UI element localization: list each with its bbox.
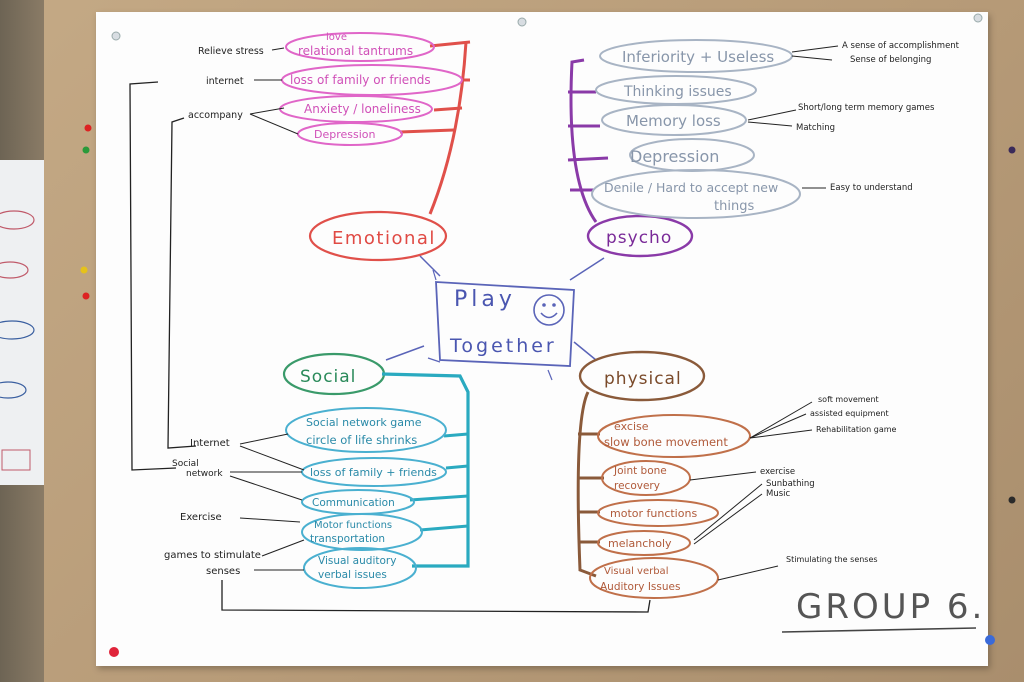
group-label: GROUP 6. <box>796 587 985 627</box>
psycho-item-4-label: Depression <box>630 147 719 166</box>
social-note-internet: Internet <box>190 438 230 449</box>
physical-node <box>578 350 706 402</box>
physical-item-1-label: excise <box>614 420 649 433</box>
mind-map-poster <box>96 12 988 666</box>
social-note-exercise: Exercise <box>180 512 222 523</box>
physical-item-3-label: motor functions <box>610 507 697 520</box>
social-item-5-label-2: verbal issues <box>318 569 387 581</box>
group-label-block: GROUP 6. <box>781 587 985 633</box>
physical-item-4 <box>597 530 691 556</box>
emotional-title: Emotional <box>332 228 436 249</box>
social-note-games-2: senses <box>206 566 240 577</box>
pin-board-green <box>82 146 90 154</box>
social-item-5-label: Visual auditory <box>318 555 396 567</box>
physical-item-1-label-2: slow bone movement <box>604 435 728 449</box>
physical-item-5-label: Visual verbal <box>604 566 668 577</box>
psycho-item-5-label-2: things <box>714 199 754 214</box>
physical-note-sunbathing: Sunbathing <box>766 479 815 489</box>
psycho-node <box>586 214 694 258</box>
social-note-games-1: games to stimulate <box>164 550 261 561</box>
pin-board-red <box>84 124 92 132</box>
emotional-branch: Emotional love relational tantrums loss … <box>188 32 471 262</box>
physical-note-assisted: assisted equipment <box>810 409 889 418</box>
emotional-note-relieve: Relieve stress <box>198 46 264 57</box>
physical-note-soft: soft movement <box>818 395 879 404</box>
pin-top-left <box>111 31 121 41</box>
social-note-network: network <box>186 469 223 479</box>
pin-board-dark-2 <box>1008 496 1016 504</box>
pin-board-yellow <box>80 266 88 274</box>
connector-lines-black <box>129 81 651 613</box>
social-title: Social <box>300 367 356 387</box>
physical-item-5 <box>589 557 719 599</box>
psycho-item-2-label: Thinking issues <box>623 84 732 100</box>
pin-top-center <box>517 17 527 27</box>
psycho-item-5-label: Denile / Hard to accept new <box>604 180 778 195</box>
emotional-item-2-label: loss of family or friends <box>290 73 431 87</box>
physical-note-stimulating: Stimulating the senses <box>786 555 878 564</box>
social-item-4-label-2: transportation <box>310 533 385 545</box>
emotional-item-3-label: Anxiety / loneliness <box>304 102 421 116</box>
physical-item-5-label-2: Auditory Issues <box>600 581 680 593</box>
adjacent-poster-fragment <box>0 160 44 485</box>
psycho-item-1-label: Inferiority + Useless <box>622 48 774 66</box>
emotional-node <box>308 210 448 262</box>
psycho-item-3 <box>601 104 747 136</box>
physical-note-music: Music <box>766 489 791 499</box>
social-item-3-label: Communication <box>312 497 395 509</box>
social-item-1-label-2: circle of life shrinks <box>306 433 417 447</box>
psycho-note-memory-games: Short/long term memory games <box>798 103 935 113</box>
physical-item-1 <box>597 414 751 458</box>
psycho-note-belonging: Sense of belonging <box>850 55 931 65</box>
physical-item-4-label: melancholy <box>608 537 672 550</box>
emotional-note-accompany: accompany <box>188 110 243 121</box>
social-item-4-label: Motor functions <box>314 520 392 531</box>
social-item-4 <box>301 513 423 551</box>
pin-top-right <box>973 13 983 23</box>
physical-item-3 <box>597 499 719 527</box>
psycho-item-3-label: Memory loss <box>626 112 721 130</box>
physical-branch: physical excise slow bone movement Joint… <box>576 350 897 599</box>
social-item-2-label: loss of family + friends <box>310 466 437 479</box>
pin-board-dark <box>1008 146 1016 154</box>
emotional-item-1-label: relational tantrums <box>298 44 413 58</box>
psycho-title: psycho <box>606 228 672 248</box>
psycho-item-5 <box>591 169 801 219</box>
psycho-branch: psycho Inferiority + Useless Thinking is… <box>567 39 960 258</box>
center-node: Play Together <box>385 255 605 381</box>
emotional-item-4-label: Depression <box>314 128 376 141</box>
emotional-item-1 <box>285 32 435 62</box>
pin-board-red-2 <box>82 292 90 300</box>
pin-bottom-right <box>985 635 995 645</box>
psycho-note-accomplishment: A sense of accomplishment <box>842 41 960 51</box>
emotional-top-note: love <box>326 32 347 43</box>
psycho-note-easy: Easy to understand <box>830 183 913 193</box>
social-branch: Social Social network game circle of lif… <box>164 352 470 589</box>
physical-item-2-label: Joint bone <box>613 465 667 477</box>
psycho-note-matching: Matching <box>796 123 835 133</box>
smiley-face-icon <box>533 294 565 326</box>
pin-bottom-left <box>109 647 119 657</box>
social-item-1 <box>285 407 447 453</box>
physical-note-exercise: exercise <box>760 467 795 477</box>
psycho-item-2 <box>595 75 757 105</box>
center-line-1: Play <box>454 287 516 312</box>
social-note-social: Social <box>172 459 199 469</box>
physical-note-rehab: Rehabilitation game <box>816 425 897 434</box>
emotional-note-internet: internet <box>206 76 244 87</box>
center-line-2: Together <box>449 335 557 357</box>
social-item-5 <box>303 547 417 589</box>
physical-title: physical <box>604 369 682 389</box>
physical-item-2-label-2: recovery <box>614 480 660 492</box>
social-item-1-label: Social network game <box>306 416 422 429</box>
physical-item-2 <box>601 460 691 496</box>
